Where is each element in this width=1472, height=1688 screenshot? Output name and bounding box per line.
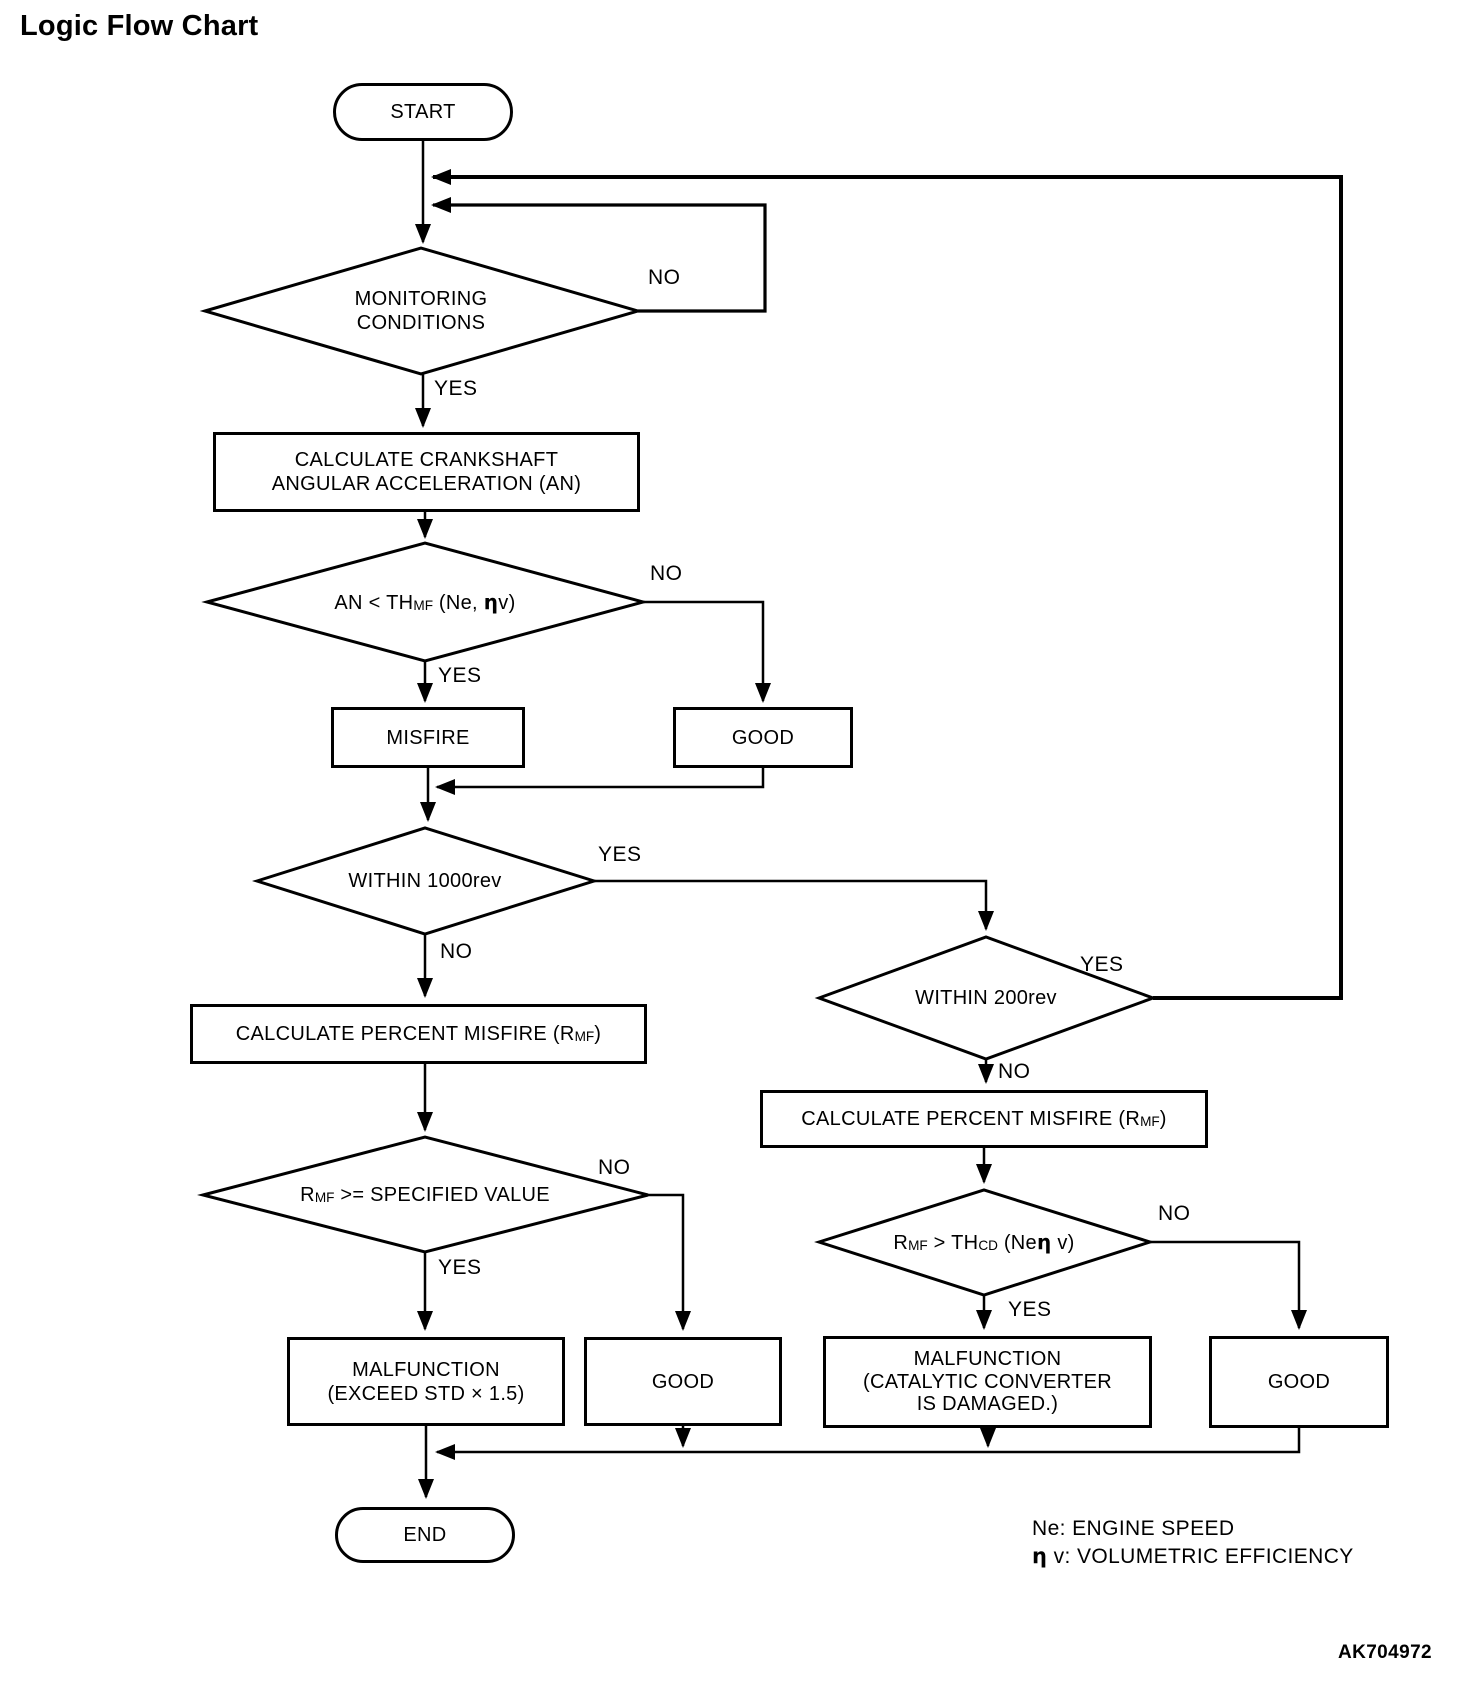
label-within200-no: NO — [998, 1060, 1031, 1083]
legend: Ne: ENGINE SPEED η v: VOLUMETRIC EFFICIE… — [1032, 1516, 1354, 1571]
edge-thcd-no — [1150, 1240, 1307, 1330]
edge-good1-merge — [435, 768, 765, 795]
decision-monitoring-text: MONITORING CONDITIONS — [354, 288, 488, 334]
decision-monitoring-conditions — [199, 246, 644, 376]
figure-code: AK704972 — [1337, 1642, 1432, 1663]
decision-rmf-thcd — [814, 1188, 1155, 1297]
edge-within1000-yes — [594, 879, 994, 931]
label-within1000-yes: YES — [598, 843, 642, 866]
result-misfire: MISFIRE — [331, 707, 525, 768]
edge-good3-merge — [435, 1428, 1301, 1460]
legend-engine-speed: Ne: ENGINE SPEED — [1032, 1517, 1235, 1540]
label-within1000-no: NO — [440, 940, 473, 963]
result-good-2: GOOD — [584, 1337, 782, 1426]
decision-an-text: AN < THMF (Ne, ηv) — [334, 589, 516, 614]
end-label: END — [403, 1524, 447, 1546]
process-calc-percent-misfire-right: CALCULATE PERCENT MISFIRE (RMF) — [760, 1090, 1208, 1148]
label-monitoring-no: NO — [648, 266, 681, 289]
process-calc-crankshaft: CALCULATE CRANKSHAFT ANGULAR ACCELERATIO… — [213, 432, 640, 512]
decision-within-200rev — [814, 935, 1158, 1061]
decision-rmfthcd-text: RMF > THCD (Neη v) — [893, 1229, 1075, 1254]
result-malfunction-std: MALFUNCTION (EXCEED STD × 1.5) — [287, 1337, 565, 1426]
result-good-3: GOOD — [1209, 1336, 1389, 1428]
decision-an-threshold — [201, 541, 649, 663]
result-good-1: GOOD — [673, 707, 853, 768]
legend-volumetric-efficiency: η v: VOLUMETRIC EFFICIENCY — [1032, 1543, 1354, 1568]
start-terminal: START — [333, 83, 513, 141]
decision-within200-text: WITHIN 200rev — [915, 987, 1057, 1009]
label-within200-yes: YES — [1080, 953, 1124, 976]
start-label: START — [390, 101, 456, 123]
decision-within-1000rev — [252, 826, 600, 936]
label-thcd-yes: YES — [1008, 1298, 1052, 1321]
label-an-yes: YES — [438, 664, 482, 687]
decision-rmf-specified-value — [197, 1135, 649, 1254]
edge-an-no — [643, 600, 771, 703]
process-calc-percent-misfire-left: CALCULATE PERCENT MISFIRE (RMF) — [190, 1004, 647, 1064]
label-spec-yes: YES — [438, 1256, 482, 1279]
end-terminal: END — [335, 1507, 515, 1563]
label-thcd-no: NO — [1158, 1202, 1191, 1225]
result-malfunction-catalytic: MALFUNCTION (CATALYTIC CONVERTER IS DAMA… — [823, 1336, 1152, 1428]
label-spec-no: NO — [598, 1156, 631, 1179]
edge-monitoring-no-loop — [431, 197, 767, 313]
decision-within1000-text: WITHIN 1000rev — [348, 870, 502, 892]
edge-spec-no — [648, 1193, 691, 1331]
label-an-no: NO — [650, 562, 683, 585]
decision-rmfspec-text: RMF >= SPECIFIED VALUE — [300, 1184, 550, 1206]
edge-within200-yes-loop — [431, 169, 1343, 1000]
label-monitoring-yes: YES — [434, 377, 478, 400]
page-title: Logic Flow Chart — [20, 10, 259, 42]
